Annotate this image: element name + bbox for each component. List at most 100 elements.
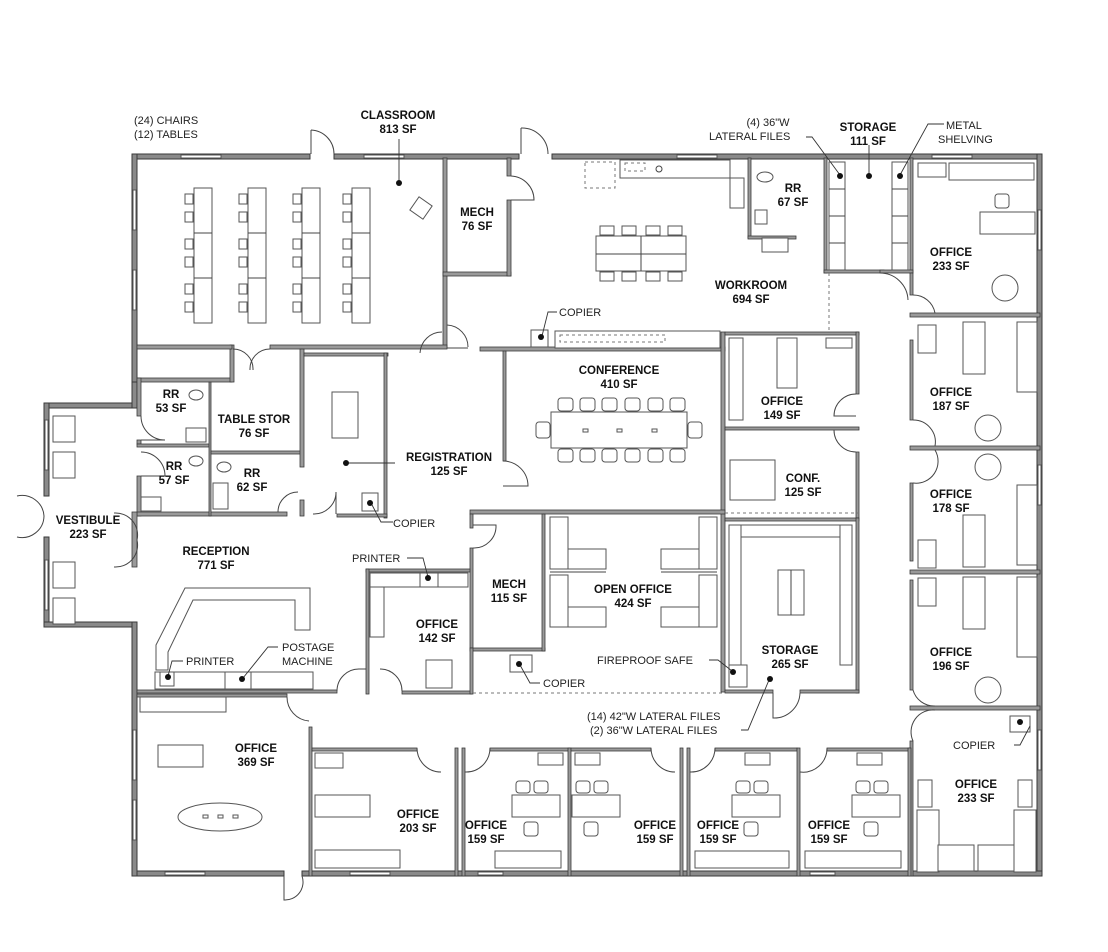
- door-office-159-a[interactable]: [464, 747, 491, 773]
- door-office-233[interactable]: [912, 294, 936, 314]
- room-name-vestibule: VESTIBULE: [56, 515, 121, 527]
- cabinet: [314, 752, 344, 769]
- chair: [184, 238, 194, 250]
- toilet-icon: [188, 389, 204, 401]
- door-classroom-double[interactable]: [232, 348, 271, 371]
- windows: [44, 154, 1042, 876]
- room-area-rr-62: 62 SF: [237, 482, 268, 494]
- door-exit-bottom[interactable]: [283, 875, 304, 901]
- wall: [570, 747, 652, 752]
- desk: [731, 794, 781, 818]
- callout-dot: [538, 334, 544, 340]
- window: [363, 154, 405, 159]
- wall: [909, 579, 914, 691]
- door-office-187-178[interactable]: [912, 419, 939, 484]
- door-office-369[interactable]: [286, 696, 310, 722]
- door-registration[interactable]: [312, 491, 337, 515]
- desk: [979, 211, 1036, 235]
- door-rr-53[interactable]: [140, 415, 166, 441]
- workstation-return: [660, 606, 700, 628]
- chair: [601, 397, 618, 412]
- door-conference[interactable]: [502, 460, 529, 487]
- wall: [541, 513, 546, 652]
- door-vestibule-reception[interactable]: [113, 512, 139, 568]
- chair: [342, 256, 352, 268]
- credenza: [1016, 484, 1038, 566]
- sink-icon: [185, 427, 207, 443]
- room-name-office-233-se: OFFICE: [955, 779, 997, 791]
- door-office-159-c[interactable]: [689, 747, 716, 773]
- wall: [303, 352, 389, 357]
- chair: [535, 421, 551, 439]
- credenza: [139, 696, 227, 713]
- door-storage-265[interactable]: [772, 692, 801, 719]
- door-office-149-conf[interactable]: [833, 393, 857, 453]
- door-rr-62[interactable]: [277, 491, 299, 513]
- door-office-203[interactable]: [416, 747, 442, 773]
- door-office-196-233[interactable]: [910, 689, 936, 742]
- cabinet: [744, 752, 771, 766]
- door-storage-111[interactable]: [879, 272, 909, 301]
- desk: [776, 337, 798, 389]
- leader: [1014, 725, 1031, 746]
- door-office-142[interactable]: [379, 668, 403, 692]
- credenza: [948, 162, 1035, 181]
- leader: [709, 659, 733, 672]
- credenza: [804, 850, 902, 869]
- room-area-mech-2: 115 SF: [491, 593, 527, 605]
- room-name-office-159-c: OFFICE: [697, 820, 739, 832]
- cabinet: [917, 577, 937, 607]
- chair: [624, 448, 641, 463]
- wall: [506, 157, 512, 177]
- room-area-storage-265: 265 SF: [771, 659, 808, 671]
- cabinet: [917, 162, 947, 178]
- room-area-office-203: 203 SF: [399, 823, 436, 835]
- door-mech-2[interactable]: [472, 524, 497, 549]
- room-area-office-196: 196 SF: [932, 661, 969, 673]
- interior-walls: [131, 157, 1041, 877]
- cabinet: [856, 752, 883, 766]
- note-copier-workroom: COPIER: [559, 307, 601, 319]
- desk: [511, 794, 561, 818]
- round-table: [991, 274, 1019, 302]
- room-name-rr-53: RR: [163, 389, 180, 401]
- sink-icon: [212, 482, 229, 510]
- wall: [909, 445, 1041, 451]
- room-area-vestibule: 223 SF: [69, 529, 106, 541]
- room-area-office-159-d: 159 SF: [810, 834, 847, 846]
- window: [132, 729, 137, 781]
- wall: [299, 499, 305, 517]
- door-classroom[interactable]: [310, 129, 335, 155]
- chair: [238, 193, 248, 205]
- door-mech[interactable]: [510, 175, 535, 201]
- round-table: [974, 676, 1002, 704]
- chair: [669, 448, 686, 463]
- wall: [336, 513, 388, 518]
- door-vestibule-entry[interactable]: [16, 494, 45, 539]
- room-area-office-142: 142 SF: [418, 633, 455, 645]
- room-area-office-369: 369 SF: [237, 757, 274, 769]
- door-workroom[interactable]: [520, 127, 549, 155]
- postage-machine: [224, 671, 252, 690]
- door-corridor[interactable]: [419, 331, 443, 354]
- desk: [369, 586, 385, 638]
- door-classroom-side[interactable]: [446, 324, 469, 349]
- power-port: [582, 428, 589, 433]
- door-office-159-b[interactable]: [650, 747, 676, 773]
- podium: [409, 196, 433, 220]
- chair: [753, 780, 769, 794]
- leader: [741, 679, 770, 731]
- door-reception-corridor[interactable]: [336, 668, 366, 692]
- door-office-159-d[interactable]: [799, 747, 828, 773]
- power-port: [651, 428, 658, 433]
- wall: [909, 312, 1041, 318]
- window: [676, 154, 718, 159]
- room-area-office-233-ne: 233 SF: [932, 261, 969, 273]
- workstation: [698, 516, 718, 570]
- door-rr-57[interactable]: [140, 451, 166, 477]
- lounge-chair: [52, 451, 76, 479]
- chair: [292, 301, 302, 313]
- callouts: [165, 123, 1031, 746]
- note-copier-office: COPIER: [953, 740, 995, 752]
